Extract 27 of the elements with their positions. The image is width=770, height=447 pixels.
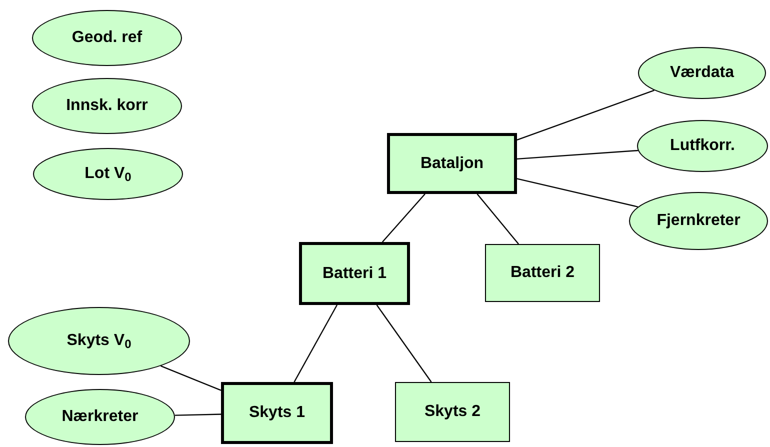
connector-line (160, 365, 222, 391)
node-label: Batteri 1 (322, 264, 387, 284)
unit-box (299, 242, 410, 305)
connector-line (476, 194, 519, 244)
node-label: Skyts 1 (248, 403, 306, 423)
node-label: Lutfkorr. (670, 136, 735, 156)
connector-line (382, 194, 426, 242)
node-label: Nærkreter (62, 407, 138, 427)
unit-box (387, 133, 517, 194)
connector-line (516, 90, 654, 141)
connector-line (516, 150, 638, 160)
connector-line (516, 178, 638, 208)
node-label: Lot V$_{0}$ (84, 164, 132, 184)
node-label: Geod. ref (72, 28, 142, 48)
node-label: Bataljon (420, 154, 484, 174)
connector-line (376, 304, 432, 382)
unit-box (395, 382, 510, 442)
unit-box (221, 382, 333, 444)
connector-line (294, 304, 338, 382)
unit-box (485, 244, 600, 302)
node-label: Skyts 2 (424, 402, 481, 422)
connector-line (174, 414, 222, 416)
node-label: Innsk. korr (66, 96, 148, 116)
node-label: Værdata (670, 63, 734, 83)
node-label: Fjernkreter (656, 211, 740, 231)
node-label: Skyts V$_{0}$ (66, 331, 132, 351)
node-label: Batteri 2 (510, 263, 575, 283)
